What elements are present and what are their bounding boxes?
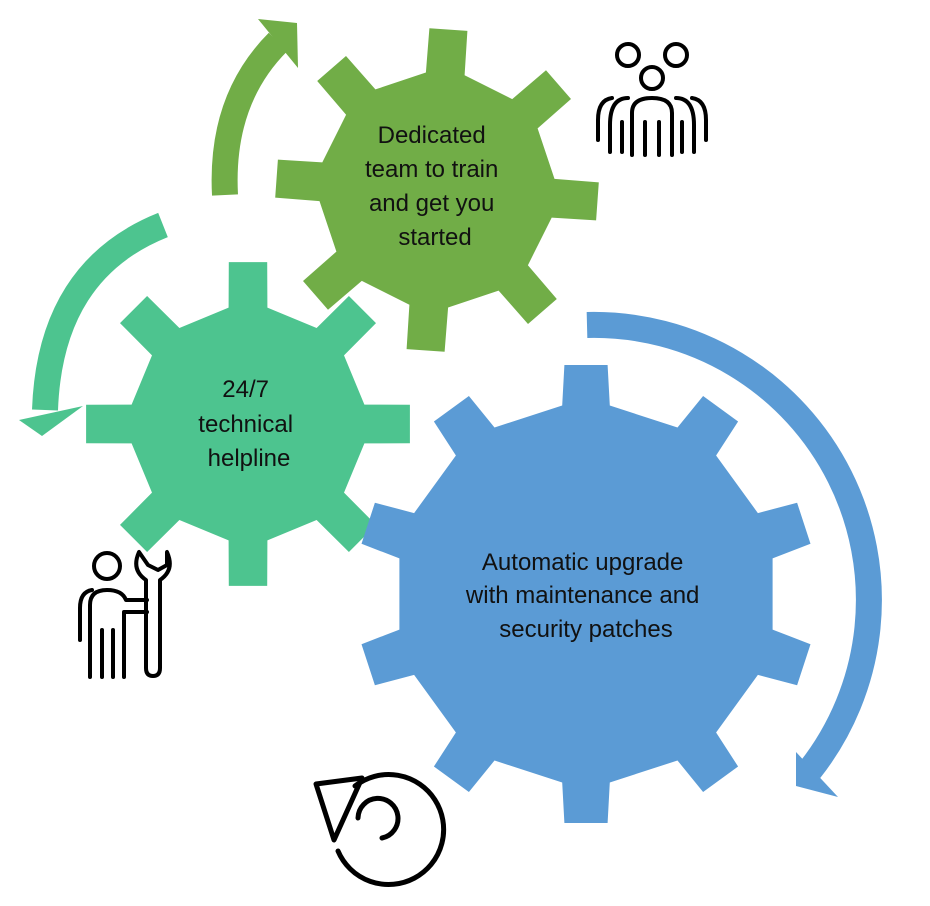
gear-upgrade (361, 365, 811, 823)
gear-team-label: Dedicated team to train and get you star… (365, 122, 505, 251)
gear-helpline-label: 24/7 technical helpline (198, 376, 299, 472)
cycle-arrow-left (19, 212, 168, 436)
technician-wrench-icon (78, 550, 172, 679)
gear-upgrade-label: Automatic upgrade with maintenance and s… (465, 549, 706, 643)
refresh-arrow-icon (313, 772, 447, 887)
cycle-arrow-top (211, 19, 298, 196)
cycle-arrow-right (586, 311, 882, 797)
team-people-icon (596, 42, 708, 157)
gear-team (275, 28, 599, 352)
gear-helpline (86, 262, 410, 586)
